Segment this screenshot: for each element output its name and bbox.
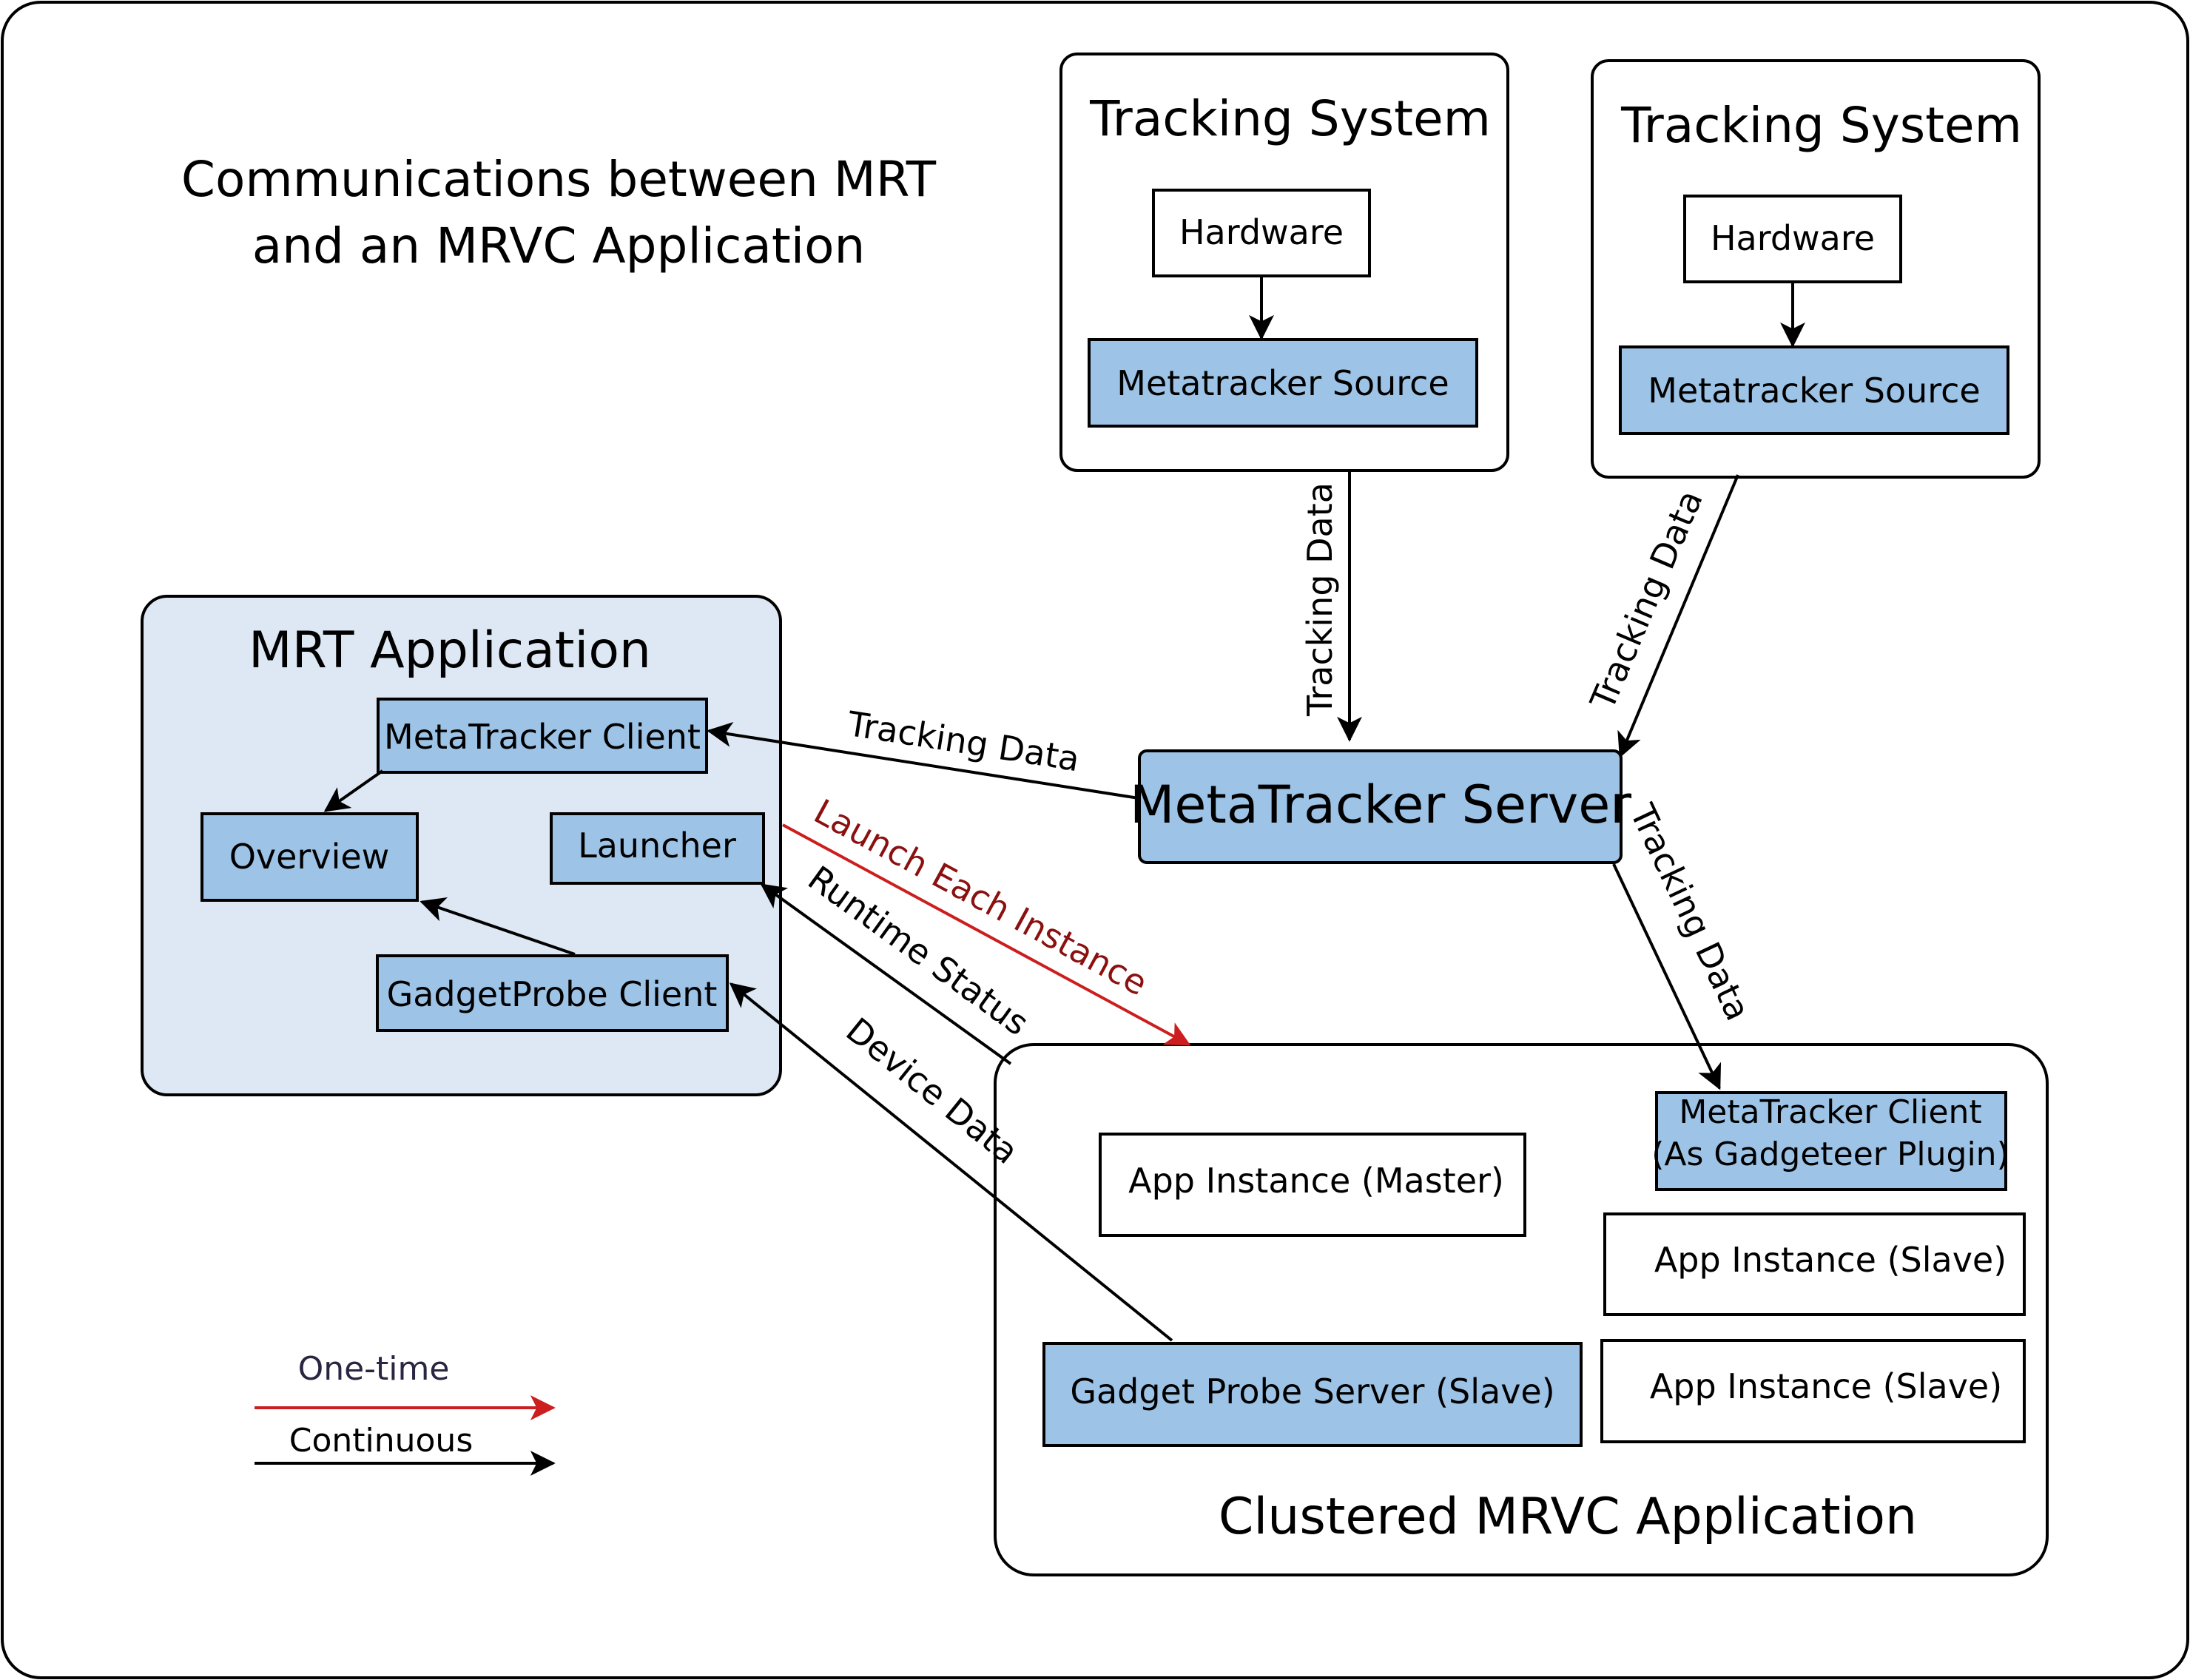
gadgetprobe-to-overview-arrow <box>420 897 576 956</box>
metatracker-source-1-label: Metatracker Source <box>1116 363 1449 403</box>
cluster-metatracker-client-line2: (As Gadgeteer Plugin) <box>1651 1136 2009 1173</box>
device-data-arrow <box>729 982 1173 1342</box>
clustered-mrvc-application: Clustered MRVC Application App Instance … <box>994 1043 2049 1576</box>
overview-label: Overview <box>229 837 390 877</box>
runtime-status-arrow <box>760 883 1012 1065</box>
overview-box <box>201 812 419 902</box>
hardware-1-label: Hardware <box>1179 212 1344 252</box>
metatracker-client-box <box>377 698 708 774</box>
app-instance-slave-1-box <box>1603 1212 2026 1316</box>
app-instance-master-box <box>1099 1133 1526 1237</box>
tracking-data-1-label: Tracking Data <box>1300 482 1340 717</box>
diagram-title-line2: and an MRVC Application <box>252 217 866 274</box>
hardware-2-label: Hardware <box>1711 218 1875 258</box>
tracking-system-2-label: Tracking System <box>1620 97 2022 154</box>
tracking-system-1-label: Tracking System <box>1089 90 1491 147</box>
mrt-application-label: MRT Application <box>249 621 651 680</box>
gadgetprobe-client-box <box>376 954 729 1032</box>
clustered-application-label: Clustered MRVC Application <box>1219 1488 1917 1546</box>
mrt-application: MRT Application MetaTracker Client Overv… <box>141 595 782 1096</box>
legend: One-time Continuous <box>255 1350 556 1476</box>
launcher-label: Launcher <box>578 826 736 866</box>
cluster-metatracker-client-box <box>1655 1091 2007 1191</box>
metatracker-server-box <box>1138 749 1623 864</box>
app-instance-slave-1-label: App Instance (Slave) <box>1654 1240 2007 1280</box>
app-instance-master-label: App Instance (Master) <box>1128 1161 1504 1201</box>
metatracker-source-1-box <box>1088 338 1478 428</box>
app-instance-slave-2-box <box>1600 1339 2026 1443</box>
legend-one-time-label: One-time <box>298 1350 450 1388</box>
app-instance-slave-2-label: App Instance (Slave) <box>1650 1366 2002 1406</box>
client-to-overview-arrow <box>323 769 384 812</box>
tracking-system-2: Tracking System Hardware Metatracker Sou… <box>1591 59 2041 479</box>
metatracker-server-label: MetaTracker Server <box>1130 775 1631 835</box>
diagram-title-line1: Communications between MRT <box>181 151 937 208</box>
legend-continuous-label: Continuous <box>289 1422 474 1460</box>
metatracker-source-2-box <box>1619 345 2009 435</box>
metatracker-server: MetaTracker Server <box>1130 749 1631 864</box>
tracking-data-to-cluster-arrow <box>1612 863 1722 1090</box>
launch-each-instance-arrow <box>782 823 1191 1046</box>
tracking-data-2-arrow <box>1617 474 1739 758</box>
gadget-probe-server-label: Gadget Probe Server (Slave) <box>1070 1372 1554 1411</box>
gadget-probe-server-box <box>1042 1342 1583 1447</box>
metatracker-source-2-label: Metatracker Source <box>1648 371 1980 411</box>
gadgetprobe-client-label: GadgetProbe Client <box>387 974 718 1014</box>
tracking-system-1: Tracking System Hardware Metatracker Sou… <box>1059 53 1509 472</box>
launcher-box <box>550 812 765 885</box>
cluster-metatracker-client-line1: MetaTracker Client <box>1679 1093 1981 1131</box>
metatracker-client-label: MetaTracker Client <box>384 717 701 757</box>
tracking-data-to-client-arrow <box>707 722 1139 800</box>
